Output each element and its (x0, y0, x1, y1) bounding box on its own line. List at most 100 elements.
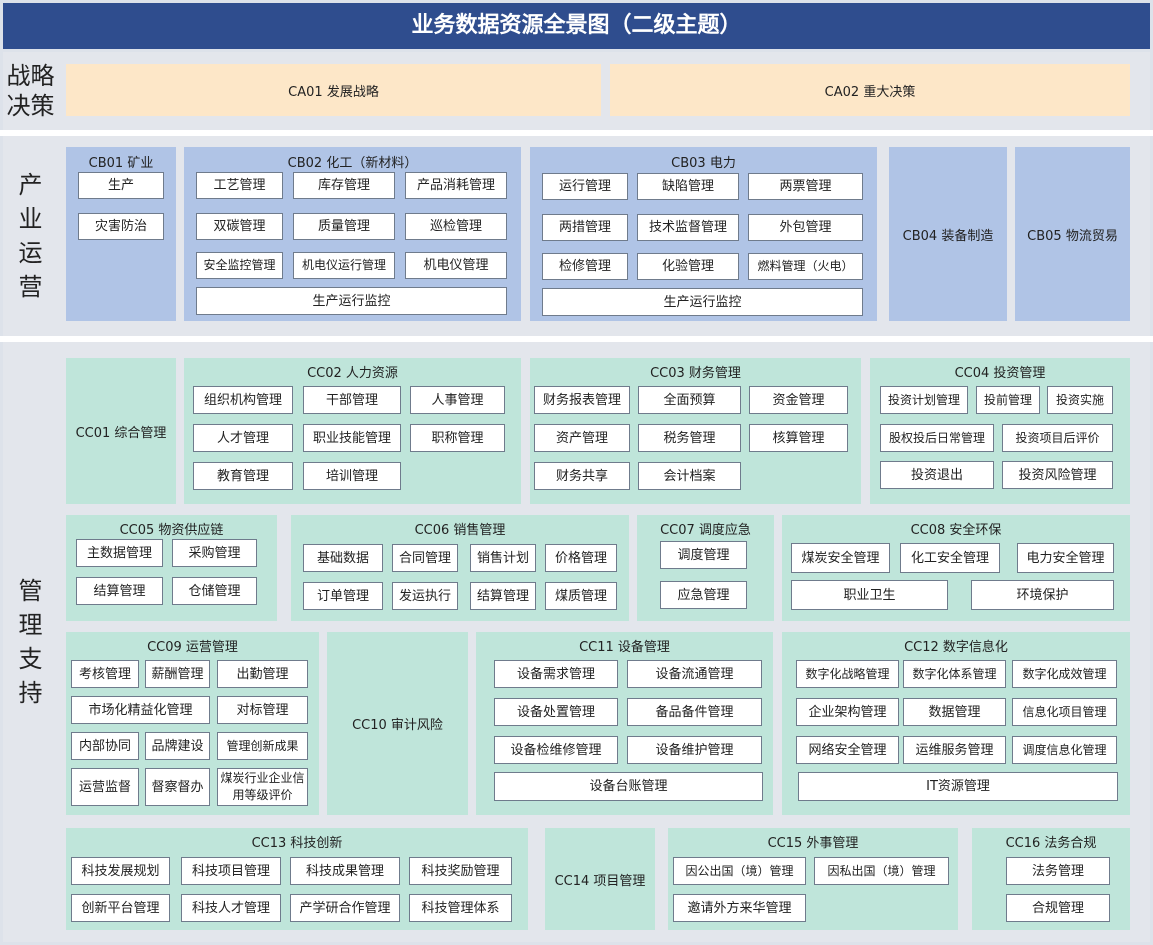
topic-box: 税务管理 (638, 424, 741, 452)
group-title: CA01 发展战略 (288, 84, 379, 100)
group-cb05: CB05 物流贸易 (1015, 147, 1130, 321)
group-cc05: CC05 物资供应链 主数据管理 采购管理 结算管理 仓储管理 (66, 515, 277, 621)
topic-box: 双碳管理 (196, 213, 283, 240)
topic-box: 机电仪管理 (405, 252, 507, 279)
topic-box: 价格管理 (545, 544, 617, 572)
group-title: CC08 安全环保 (910, 523, 1002, 538)
topic-box: 数字化体系管理 (903, 660, 1006, 688)
group-cc04: CC04 投资管理 投资计划管理 投前管理 投资实施 股权投后日常管理 投资项目… (870, 358, 1130, 504)
topic-box: 内部协同 (71, 732, 139, 760)
topic-box: 巡检管理 (405, 213, 507, 240)
topic-box: 设备需求管理 (494, 660, 618, 688)
group-title: CC16 法务合规 (1005, 836, 1097, 851)
management-lane-label-char: 支 (18, 645, 43, 673)
topic-box: 投资项目后评价 (1002, 424, 1113, 452)
topic-box: 生产 (78, 172, 164, 199)
topic-box: 调度管理 (660, 541, 747, 569)
topic-box: 应急管理 (660, 581, 747, 609)
group-title: CC05 物资供应链 (119, 523, 224, 538)
group-cc10: CC10 审计风险 (327, 632, 468, 815)
topic-box: 资产管理 (534, 424, 630, 452)
industry-lane-label-char: 业 (18, 205, 43, 233)
group-cc02: CC02 人力资源 组织机构管理 干部管理 人事管理 人才管理 职业技能管理 职… (184, 358, 521, 504)
topic-box: 考核管理 (71, 660, 139, 688)
topic-box: 化验管理 (637, 253, 739, 280)
group-ca02: CA02 重大决策 (610, 64, 1130, 116)
topic-box: 科技奖励管理 (409, 857, 512, 885)
topic-box: 调度信息化管理 (1012, 736, 1117, 764)
topic-box: 采购管理 (172, 539, 257, 567)
topic-box: 工艺管理 (196, 172, 283, 199)
topic-box: 科技成果管理 (290, 857, 400, 885)
topic-box: 投资退出 (880, 461, 994, 489)
group-ca01: CA01 发展战略 (66, 64, 601, 116)
topic-box: 两票管理 (748, 173, 863, 200)
group-cc13: CC13 科技创新 科技发展规划 科技项目管理 科技成果管理 科技奖励管理 创新… (66, 828, 528, 930)
group-cc01: CC01 综合管理 (66, 358, 176, 504)
topic-box: 投资计划管理 (880, 386, 968, 414)
topic-box: 核算管理 (749, 424, 848, 452)
group-cb02: CB02 化工（新材料） 工艺管理 库存管理 产品消耗管理 双碳管理 质量管理 … (184, 147, 521, 321)
industry-lane-label: 产 业 运 营 (3, 136, 58, 336)
topic-box: IT资源管理 (798, 772, 1118, 801)
group-title: CB05 物流贸易 (1027, 228, 1118, 244)
management-lane-label-char: 理 (18, 611, 43, 639)
topic-box: 干部管理 (303, 386, 401, 414)
topic-box: 财务报表管理 (534, 386, 630, 414)
topic-box: 出勤管理 (217, 660, 308, 688)
topic-box: 职称管理 (410, 424, 505, 452)
strategy-lane-label: 战略 决策 (3, 52, 58, 130)
topic-box: 库存管理 (293, 172, 395, 199)
topic-box: 设备台账管理 (494, 772, 763, 801)
topic-box: 灾害防治 (78, 213, 164, 240)
group-title: CA02 重大决策 (824, 84, 916, 100)
topic-box: 科技发展规划 (71, 857, 170, 885)
industry-lane-label-char: 营 (18, 273, 43, 301)
group-title: CC11 设备管理 (579, 640, 670, 655)
topic-box: 企业架构管理 (796, 698, 899, 726)
topic-box: 生产运行监控 (542, 288, 863, 316)
group-cc14: CC14 项目管理 (545, 828, 655, 930)
topic-box: 煤炭行业企业信用等级评价 (217, 768, 308, 806)
topic-box: 生产运行监控 (196, 287, 507, 315)
topic-box: 设备处置管理 (494, 698, 618, 726)
topic-box: 全面预算 (638, 386, 741, 414)
topic-box: 合规管理 (1006, 894, 1110, 922)
topic-box: 投前管理 (976, 386, 1040, 414)
topic-box: 科技项目管理 (181, 857, 281, 885)
management-lane-label-char: 持 (18, 679, 43, 707)
topic-box: 信息化项目管理 (1012, 698, 1117, 726)
topic-box: 数字化战略管理 (796, 660, 899, 688)
topic-box: 数据管理 (903, 698, 1006, 726)
topic-box: 因公出国（境）管理 (673, 857, 806, 885)
topic-box: 数字化成效管理 (1012, 660, 1117, 688)
topic-box: 机电仪运行管理 (293, 252, 395, 279)
group-cb03: CB03 电力 运行管理 缺陷管理 两票管理 两措管理 技术监督管理 外包管理 … (530, 147, 877, 321)
topic-box: 合同管理 (392, 544, 458, 572)
industry-lane-label-char: 产 (18, 171, 43, 199)
topic-box: 设备流通管理 (627, 660, 762, 688)
group-cc15: CC15 外事管理 因公出国（境）管理 因私出国（境）管理 邀请外方来华管理 (668, 828, 958, 930)
group-title: CC12 数字信息化 (904, 640, 1008, 655)
topic-box: 运行管理 (542, 173, 628, 200)
topic-box: 财务共享 (534, 462, 630, 490)
group-cc16: CC16 法务合规 法务管理 合规管理 (972, 828, 1130, 930)
topic-box: 安全监控管理 (196, 252, 283, 279)
group-title: CC06 销售管理 (414, 523, 506, 538)
management-lane-label-char: 管 (18, 577, 43, 605)
group-title: CB04 装备制造 (902, 228, 994, 244)
topic-box: 品牌建设 (145, 732, 210, 760)
topic-box: 化工安全管理 (900, 543, 1000, 573)
industry-lane-label-char: 运 (18, 239, 43, 267)
topic-box: 投资风险管理 (1002, 461, 1113, 489)
topic-box: 设备维护管理 (627, 736, 762, 764)
topic-box: 管理创新成果 (217, 732, 308, 760)
topic-box: 对标管理 (217, 696, 308, 724)
topic-box: 环境保护 (971, 580, 1114, 610)
group-title: CC02 人力资源 (307, 366, 398, 381)
topic-box: 基础数据 (303, 544, 383, 572)
topic-box: 会计档案 (638, 462, 741, 490)
group-cc07: CC07 调度应急 调度管理 应急管理 (637, 515, 774, 621)
topic-box: 主数据管理 (76, 539, 163, 567)
group-title: CC14 项目管理 (554, 873, 646, 889)
